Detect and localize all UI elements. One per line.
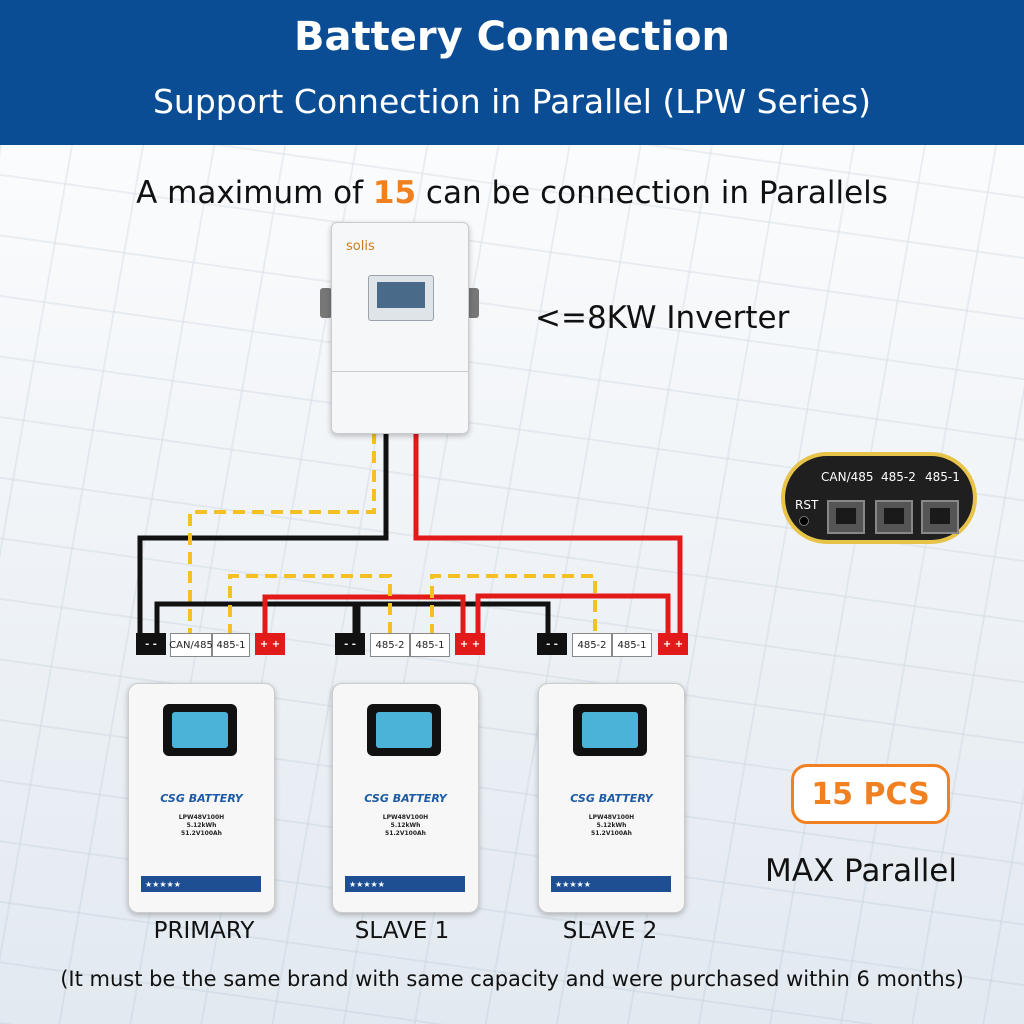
- battery-slave-2: CSG BATTERY LPW48V100H 5.12kWh 51.2V100A…: [538, 683, 685, 913]
- battery3-negative-terminal: - -: [537, 633, 567, 655]
- inverter: solis: [331, 222, 469, 434]
- battery1-positive-terminal: + +: [255, 633, 285, 655]
- bat2-bat3-positive-link: [475, 593, 671, 636]
- battery-label-slave-2: SLAVE 2: [562, 918, 658, 944]
- max-parallel-label: MAX Parallel: [765, 853, 957, 889]
- can485-port: [827, 500, 865, 534]
- bat1-bat2-positive-link: [262, 594, 466, 636]
- battery-primary: CSG BATTERY LPW48V100H 5.12kWh 51.2V100A…: [128, 683, 275, 913]
- battery-screen: [573, 704, 647, 756]
- battery-status-panel: ★★★★★: [345, 876, 465, 892]
- battery2-negative-terminal: - -: [335, 633, 365, 655]
- battery-model: LPW48V100H 5.12kWh 51.2V100Ah: [588, 814, 635, 837]
- port-panel: RST CAN/485 485-2 485-1: [781, 452, 977, 544]
- battery2-port-b: 485-1: [410, 633, 450, 657]
- 485-1-port: [921, 500, 959, 534]
- bat2-bat3-negative-link: [355, 601, 551, 636]
- inverter-positive-wire: [413, 432, 683, 636]
- battery2-positive-terminal: + +: [455, 633, 485, 655]
- battery-status-panel: ★★★★★: [141, 876, 261, 892]
- battery3-port-a: 485-2: [572, 633, 612, 657]
- battery-screen: [163, 704, 237, 756]
- battery-model: LPW48V100H 5.12kWh 51.2V100Ah: [178, 814, 225, 837]
- battery2-port-a: 485-2: [370, 633, 410, 657]
- battery1-port-b: 485-1: [212, 633, 250, 657]
- battery-logo: CSG BATTERY: [160, 792, 243, 805]
- battery-label-primary: PRIMARY: [153, 918, 255, 944]
- inverter-brand: solis: [346, 239, 375, 254]
- battery1-negative-terminal: - -: [136, 633, 166, 655]
- battery-slave-1: CSG BATTERY LPW48V100H 5.12kWh 51.2V100A…: [332, 683, 479, 913]
- 485-2-port: [875, 500, 913, 534]
- can485-label: CAN/485: [821, 470, 874, 484]
- bat1-bat2-negative-link: [154, 601, 358, 636]
- bat1-bat2-comm-link: [228, 574, 392, 636]
- inverter-right-handle: [467, 288, 479, 318]
- headline-prefix: A maximum of: [136, 175, 373, 211]
- battery-status-panel: ★★★★★: [551, 876, 671, 892]
- pcs-badge: 15 PCS: [791, 764, 950, 824]
- inverter-divider: [332, 371, 468, 372]
- header-banner: Battery Connection Support Connection in…: [0, 0, 1024, 145]
- battery-screen: [367, 704, 441, 756]
- battery-logo: CSG BATTERY: [570, 792, 653, 805]
- headline: A maximum of 15 can be connection in Par…: [0, 175, 1024, 211]
- bat2-bat3-comm-link: [430, 574, 597, 636]
- inverter-label: <=8KW Inverter: [535, 300, 790, 336]
- headline-suffix: can be connection in Parallels: [416, 175, 888, 211]
- page-title: Battery Connection: [294, 14, 730, 60]
- 485-2-label: 485-2: [881, 470, 916, 484]
- inverter-comm-wire: [188, 432, 376, 636]
- rst-button: [799, 516, 809, 526]
- battery-logo: CSG BATTERY: [364, 792, 447, 805]
- page-subtitle: Support Connection in Parallel (LPW Seri…: [152, 82, 872, 121]
- battery3-port-b: 485-1: [612, 633, 652, 657]
- battery3-positive-terminal: + +: [658, 633, 688, 655]
- rst-label: RST: [795, 498, 819, 512]
- battery-label-slave-1: SLAVE 1: [354, 918, 450, 944]
- battery-model: LPW48V100H 5.12kWh 51.2V100Ah: [382, 814, 429, 837]
- inverter-screen: [368, 275, 434, 321]
- footnote: (It must be the same brand with same cap…: [60, 967, 964, 991]
- inverter-negative-wire: [137, 432, 389, 636]
- 485-1-label: 485-1: [925, 470, 960, 484]
- inverter-left-handle: [320, 288, 332, 318]
- headline-number: 15: [372, 175, 417, 211]
- battery1-port-a: CAN/485: [169, 633, 213, 657]
